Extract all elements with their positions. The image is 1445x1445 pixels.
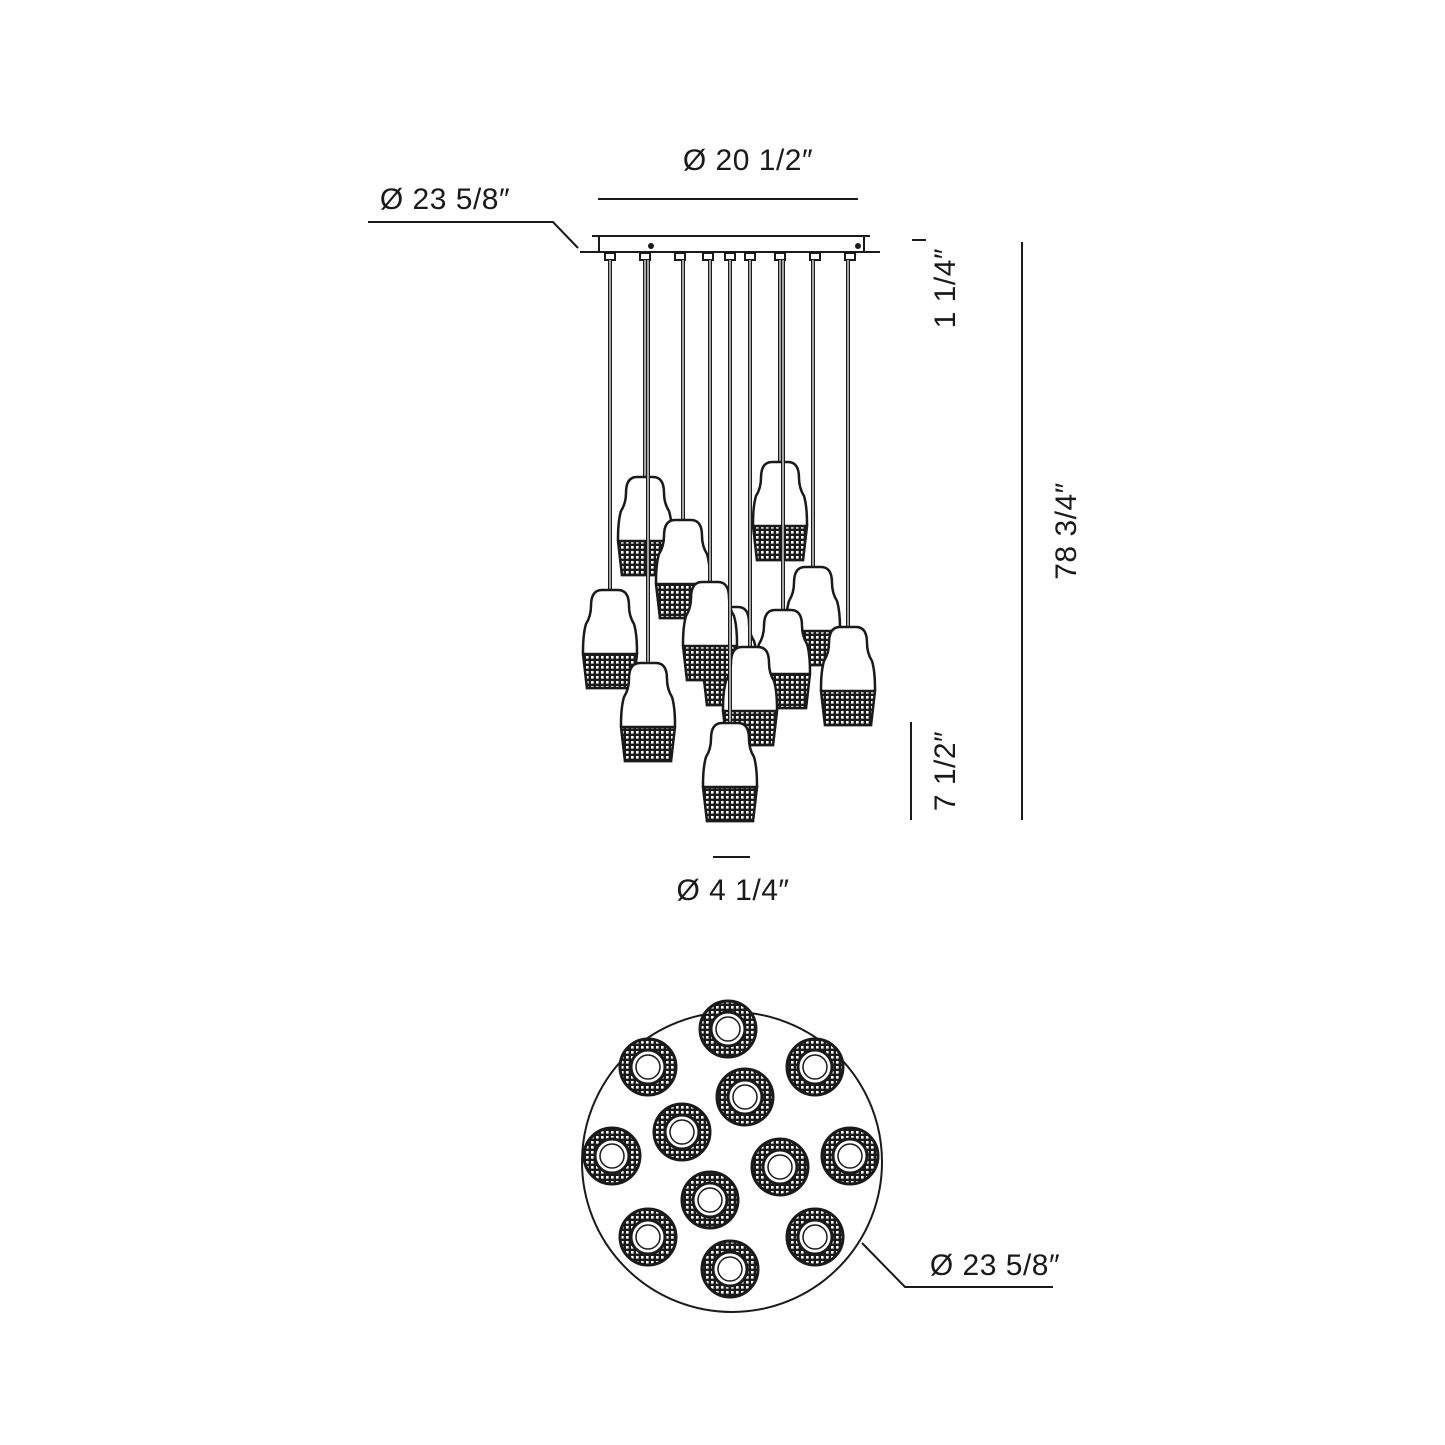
- mesh-basket: [751, 524, 809, 562]
- bottom-view-shades: [582, 999, 880, 1299]
- bottom-diameter-label: Ø 23 5/8″: [930, 1249, 1060, 1282]
- cord-connector: [724, 252, 736, 261]
- shade-ring: [820, 1126, 880, 1186]
- cord-connector: [844, 252, 856, 261]
- shade-ring: [698, 999, 758, 1059]
- mesh-basket: [701, 785, 759, 823]
- cord-connector: [639, 252, 651, 261]
- cord-connector: [674, 252, 686, 261]
- pendant-shade: [616, 260, 674, 577]
- canopy: [580, 235, 880, 253]
- bottom-diameter-leader: [861, 1242, 1053, 1288]
- shade-ring: [785, 1037, 845, 1097]
- shade-ring: [785, 1207, 845, 1267]
- shade-ring: [715, 1067, 775, 1127]
- shade-ring: [680, 1170, 740, 1230]
- cord-connector: [809, 252, 821, 261]
- canopy-height-label: 1 1/4″: [929, 248, 962, 328]
- cord-connector: [744, 252, 756, 261]
- pendant-shades: [581, 260, 877, 823]
- shade-ring: [618, 1037, 678, 1097]
- canopy-diameter-leader: [368, 221, 579, 249]
- cord-connector: [604, 252, 616, 261]
- shade-ring: [618, 1207, 678, 1267]
- canopy-diameter-label: Ø 23 5/8″: [380, 183, 510, 216]
- pendant-shade: [751, 260, 809, 562]
- overall-height-label: 78 3/4″: [1050, 482, 1083, 580]
- cord-connector: [702, 252, 714, 261]
- pendant-shade: [581, 260, 639, 690]
- shade-ring: [582, 1126, 642, 1186]
- pendant-shade: [819, 260, 877, 727]
- shade-ring: [652, 1102, 712, 1162]
- pendant-shade: [619, 260, 677, 763]
- shade-ring: [700, 1239, 760, 1299]
- canopy-width-label: Ø 20 1/2″: [683, 144, 813, 177]
- pendant-shade: [654, 260, 712, 620]
- pendant-shade: [681, 260, 739, 682]
- pendant-shade: [701, 260, 759, 823]
- shade-ring: [750, 1137, 810, 1197]
- mesh-basket: [819, 689, 877, 727]
- mesh-basket: [619, 725, 677, 763]
- cord-connector: [774, 252, 786, 261]
- shade-height-label: 7 1/2″: [929, 731, 962, 811]
- pendant-cords: [604, 252, 856, 261]
- shade-diameter-label: Ø 4 1/4″: [676, 874, 789, 907]
